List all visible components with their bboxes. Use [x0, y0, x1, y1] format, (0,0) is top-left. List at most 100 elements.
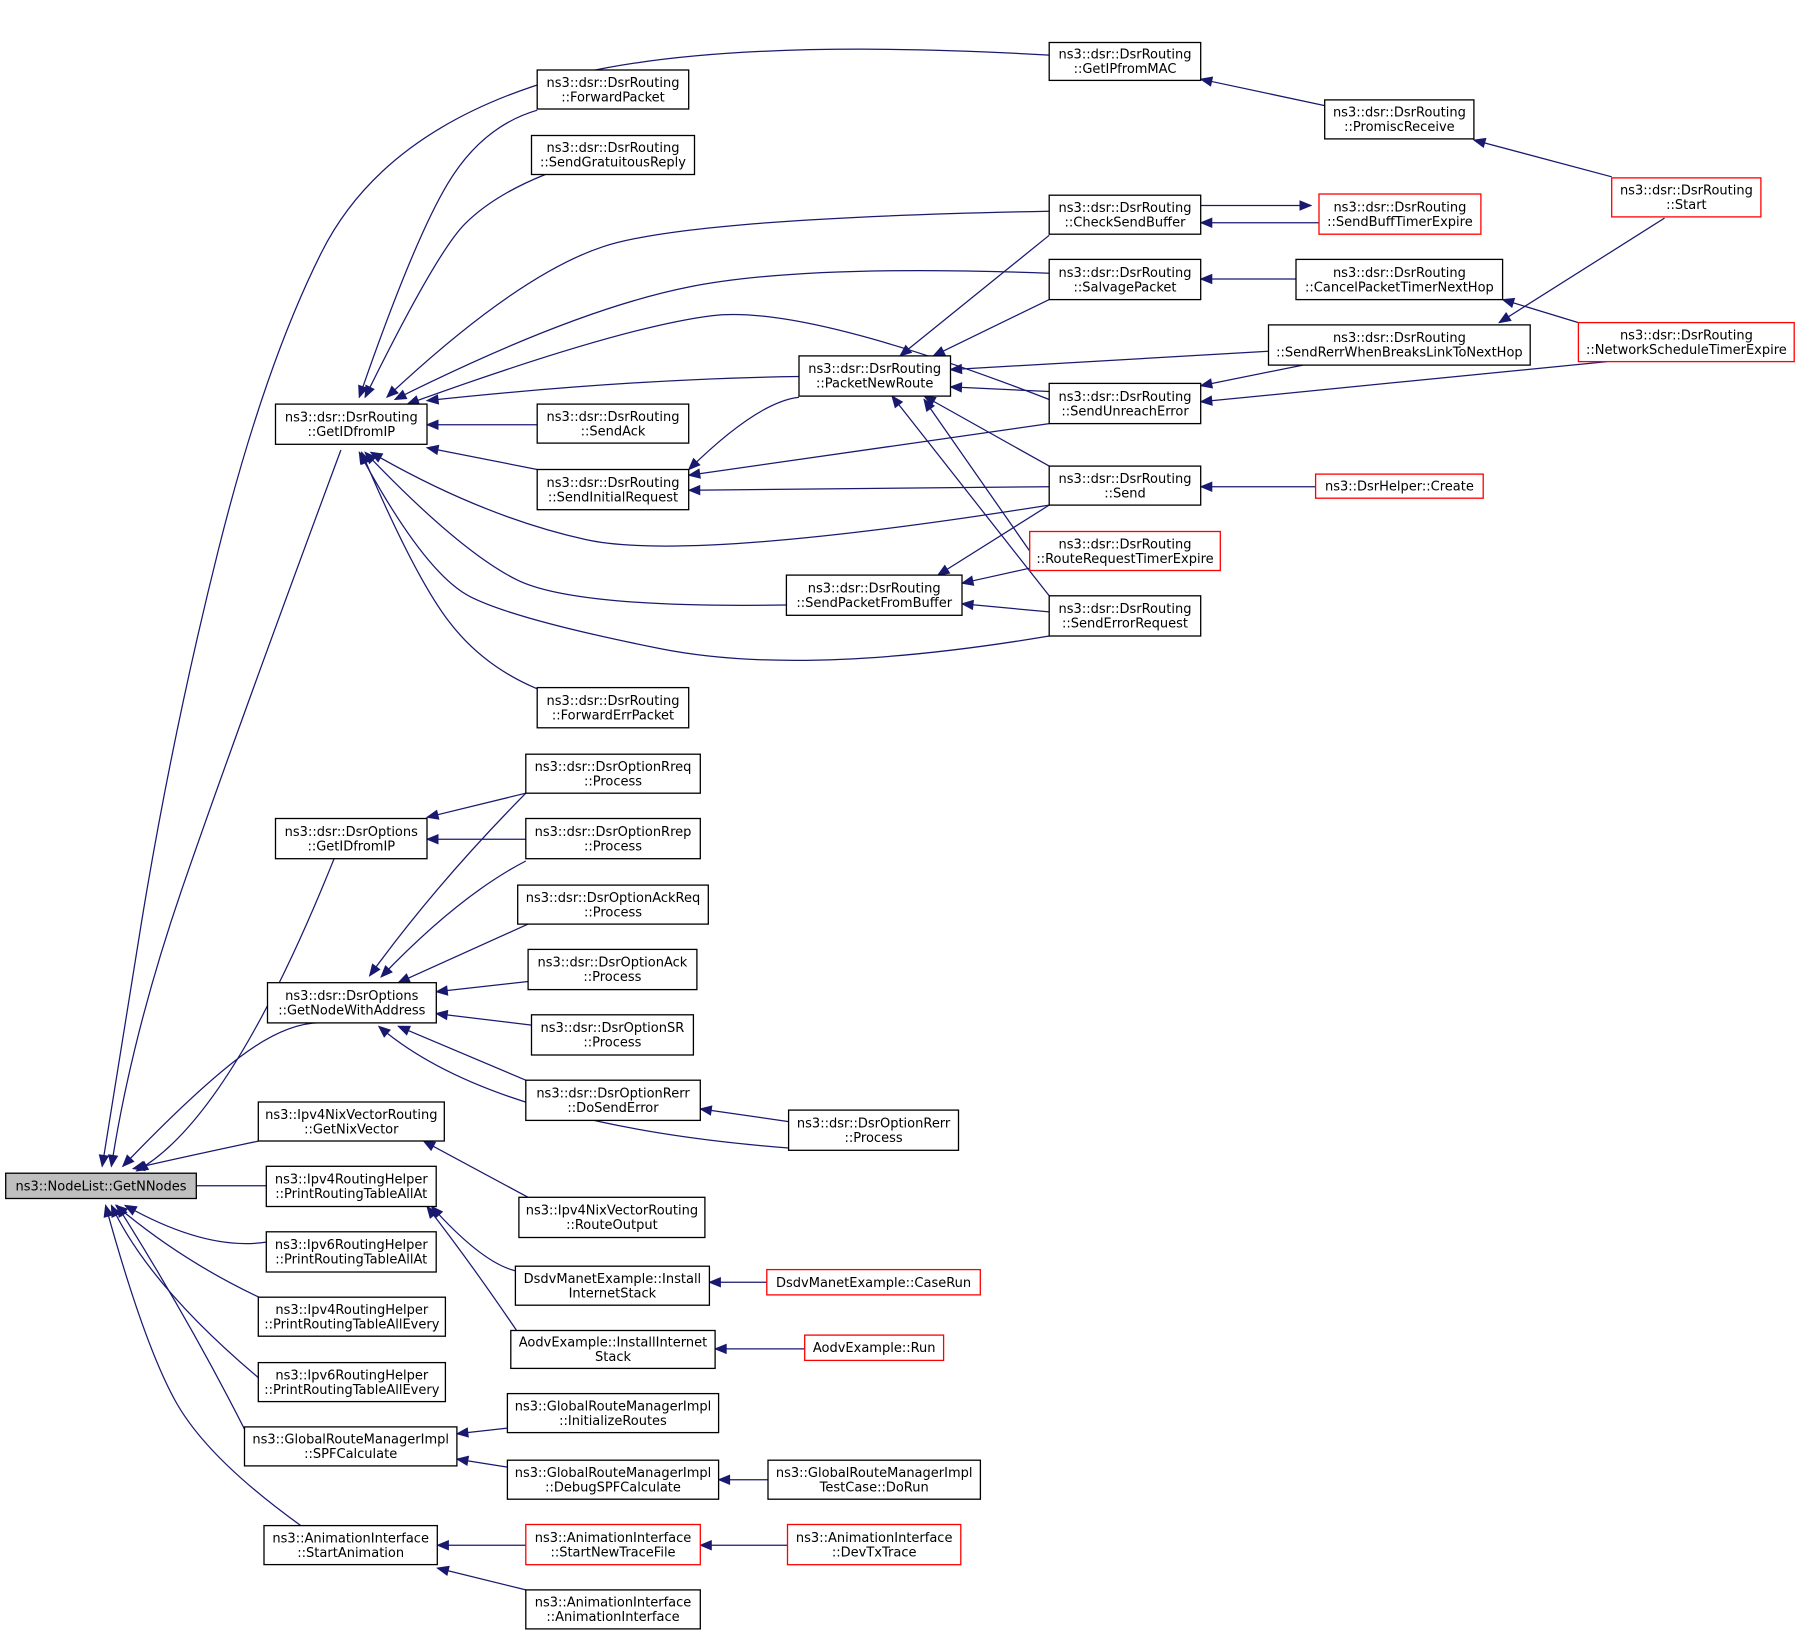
node-route-output[interactable]: ns3::Ipv4NixVectorRouting::RouteOutput: [518, 1196, 706, 1239]
arrowhead: [397, 973, 411, 984]
node-start-new-trace-file[interactable]: ns3::AnimationInterface::StartNewTraceFi…: [525, 1523, 701, 1566]
node-rreq-process[interactable]: ns3::dsr::DsrOptionRreq::Process: [525, 753, 701, 794]
node-box: [1267, 324, 1531, 366]
node-promisc-receive[interactable]: ns3::dsr::DsrRouting::PromiscReceive: [1324, 99, 1475, 140]
node-root[interactable]: ns3::NodeList::GetNNodes: [5, 1172, 197, 1200]
node-box: [506, 1392, 720, 1434]
node-box: [525, 753, 701, 794]
node-label: ::SendAck: [581, 424, 646, 439]
call-edge: [394, 269, 1050, 401]
node-get-idfrom-ip-o[interactable]: ns3::dsr::DsrOptions::GetIDfromIP: [274, 817, 428, 860]
node-get-node-with-address[interactable]: ns3::dsr::DsrOptions::GetNodeWithAddress: [266, 982, 437, 1024]
node-get-nix-vector[interactable]: ns3::Ipv4NixVectorRouting::GetNixVector: [257, 1101, 445, 1142]
call-edge: [369, 792, 527, 977]
node-send-unreach-error[interactable]: ns3::dsr::DsrRouting::SendUnreachError: [1048, 382, 1202, 425]
node-box: [530, 134, 696, 176]
node-box: [274, 403, 428, 445]
arrowhead: [923, 398, 935, 412]
node-box: [1611, 177, 1762, 218]
node-box: [536, 686, 690, 729]
node-send[interactable]: ns3::dsr::DsrRouting::Send: [1048, 465, 1202, 506]
arrowhead: [898, 344, 913, 357]
node-rrep-process[interactable]: ns3::dsr::DsrOptionRrep::Process: [525, 817, 701, 860]
node-start[interactable]: ns3::dsr::DsrRouting::Start: [1611, 177, 1762, 218]
node-dev-tx-trace[interactable]: ns3::AnimationInterface::DevTxTrace: [786, 1523, 962, 1566]
node-ack-req-process[interactable]: ns3::dsr::DsrOptionAckReq::Process: [517, 884, 709, 925]
node-start-animation[interactable]: ns3::AnimationInterface::StartAnimation: [263, 1524, 438, 1566]
call-edge: [1200, 78, 1325, 107]
node-label: ::PacketNewRoute: [816, 377, 933, 392]
node-network-schedule-timer-expire[interactable]: ns3::dsr::DsrRouting::NetworkScheduleTim…: [1577, 321, 1795, 363]
node-grmtest-case-do-run[interactable]: ns3::GlobalRouteManagerImplTestCase::DoR…: [767, 1459, 982, 1500]
call-edge: [688, 396, 800, 470]
arrowhead: [436, 1539, 449, 1551]
node-send-packet-from-buffer[interactable]: ns3::dsr::DsrRouting::SendPacketFromBuff…: [785, 574, 963, 616]
node-send-initial-request[interactable]: ns3::dsr::DsrRouting::SendInitialRequest: [536, 468, 690, 511]
node-send-ack[interactable]: ns3::dsr::DsrRouting::SendAck: [536, 403, 690, 444]
node-dsdv-case-run[interactable]: DsdvManetExample::CaseRun: [766, 1268, 981, 1296]
call-edge: [358, 109, 538, 398]
node-initialize-routes[interactable]: ns3::GlobalRouteManagerImpl::InitializeR…: [506, 1392, 720, 1434]
node-ipv4-prtall-at[interactable]: ns3::Ipv4RoutingHelper::PrintRoutingTabl…: [265, 1165, 437, 1208]
node-send-buff-timer-expire[interactable]: ns3::dsr::DsrRouting::SendBuffTimerExpir…: [1318, 193, 1482, 235]
arrowhead: [358, 384, 369, 399]
node-label: ns3::dsr::DsrRouting: [547, 141, 680, 156]
node-debug-spfcalculate[interactable]: ns3::GlobalRouteManagerImpl::DebugSPFCal…: [506, 1459, 720, 1500]
node-ack-process[interactable]: ns3::dsr::DsrOptionAck::Process: [527, 948, 698, 991]
node-do-send-error[interactable]: ns3::dsr::DsrOptionRerr::DoSendError: [525, 1079, 701, 1122]
node-cancel-packet-timer-next-hop[interactable]: ns3::dsr::DsrRouting::CancelPacketTimerN…: [1295, 258, 1504, 301]
node-ipv6-prtall-every[interactable]: ns3::Ipv6RoutingHelper::PrintRoutingTabl…: [257, 1361, 447, 1403]
node-send-error-request[interactable]: ns3::dsr::DsrRouting::SendErrorRequest: [1048, 595, 1202, 637]
node-box: [525, 1589, 701, 1630]
node-label: InternetStack: [569, 1287, 657, 1302]
node-srprocess[interactable]: ns3::dsr::DsrOptionSR::Process: [530, 1014, 695, 1056]
node-animation-interface-ctor[interactable]: ns3::AnimationInterface::AnimationInterf…: [525, 1589, 701, 1630]
node-label: ns3::dsr::DsrOptionRerr: [797, 1116, 951, 1131]
node-label: ns3::AnimationInterface: [535, 1596, 692, 1611]
node-label: ns3::AnimationInterface: [535, 1531, 692, 1546]
node-label: ::DevTxTrace: [832, 1545, 917, 1560]
node-box: [536, 403, 690, 444]
node-label: ::SendUnreachError: [1061, 404, 1189, 419]
call-edge: [1502, 299, 1579, 324]
node-label: ns3::dsr::DsrOptionRerr: [536, 1087, 690, 1102]
node-label: ns3::dsr::DsrRouting: [1620, 184, 1753, 199]
call-edge: [923, 399, 1031, 552]
node-forward-packet[interactable]: ns3::dsr::DsrRouting::ForwardPacket: [536, 69, 690, 110]
node-salvage-packet[interactable]: ns3::dsr::DsrRouting::SalvagePacket: [1048, 258, 1202, 301]
node-forward-err-packet[interactable]: ns3::dsr::DsrRouting::ForwardErrPacket: [536, 686, 690, 729]
node-spfcalculate[interactable]: ns3::GlobalRouteManagerImpl::SPFCalculat…: [243, 1426, 458, 1467]
node-send-rerr-when-breaks-link-to-next-hop[interactable]: ns3::dsr::DsrRouting::SendRerrWhenBreaks…: [1267, 324, 1531, 366]
arrowhead: [960, 575, 975, 586]
node-label: ns3::dsr::DsrOptions: [285, 825, 418, 840]
call-edge: [115, 1204, 267, 1302]
call-edge: [133, 1140, 259, 1170]
node-label: ns3::dsr::DsrOptionAckReq: [526, 891, 701, 906]
node-label: Stack: [595, 1350, 631, 1365]
node-label: ns3::dsr::DsrRouting: [1059, 602, 1192, 617]
node-label: ::DoSendError: [567, 1101, 659, 1116]
node-label: ::Send: [1104, 486, 1146, 501]
node-label: ::RouteRequestTimerExpire: [1036, 552, 1213, 567]
node-send-gratuitous-reply[interactable]: ns3::dsr::DsrRouting::SendGratuitousRepl…: [530, 134, 696, 176]
node-route-request-timer-expire[interactable]: ns3::dsr::DsrRouting::RouteRequestTimerE…: [1029, 530, 1221, 572]
node-label: ::DebugSPFCalculate: [545, 1481, 681, 1496]
node-ipv4-prtall-every[interactable]: ns3::Ipv4RoutingHelper::PrintRoutingTabl…: [257, 1296, 447, 1337]
node-label: ns3::dsr::DsrRouting: [1333, 200, 1466, 215]
node-get-idfrom-ip-r[interactable]: ns3::dsr::DsrRouting::GetIDfromIP: [274, 403, 428, 445]
node-check-send-buffer[interactable]: ns3::dsr::DsrRouting::CheckSendBuffer: [1048, 194, 1202, 235]
node-ipv6-prtall-at[interactable]: ns3::Ipv6RoutingHelper::PrintRoutingTabl…: [265, 1231, 437, 1273]
arrowhead: [698, 1539, 712, 1551]
node-create[interactable]: ns3::DsrHelper::Create: [1314, 473, 1484, 499]
node-label: ::GetIDfromIP: [307, 425, 395, 440]
node-get-ipfrom-mac[interactable]: ns3::dsr::DsrRouting::GetIPfromMAC: [1048, 41, 1202, 82]
node-label: ns3::dsr::DsrRouting: [1059, 537, 1192, 552]
node-box: [257, 1361, 447, 1403]
node-packet-new-route[interactable]: ns3::dsr::DsrRouting::PacketNewRoute: [798, 355, 952, 397]
node-label: ::GetNixVector: [304, 1122, 399, 1137]
node-rerr-process[interactable]: ns3::dsr::DsrOptionRerr::Process: [787, 1109, 960, 1151]
node-label: ns3::Ipv6RoutingHelper: [275, 1238, 429, 1253]
node-aodv-run[interactable]: AodvExample::Run: [804, 1334, 945, 1362]
